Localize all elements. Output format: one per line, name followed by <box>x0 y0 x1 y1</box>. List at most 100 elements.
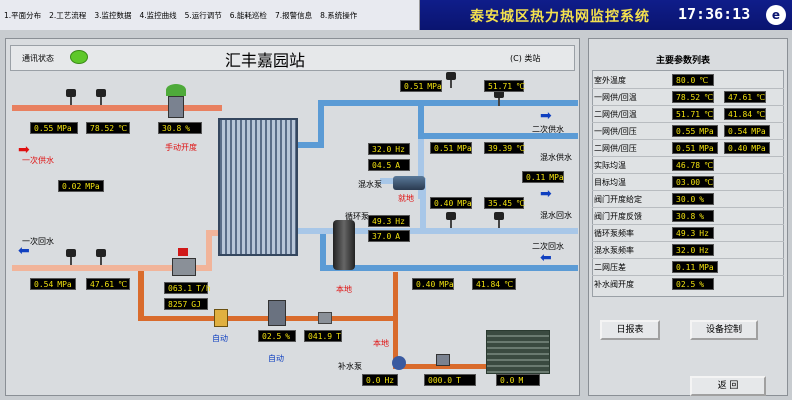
label-secondary-supply: 二次供水 <box>532 125 564 134</box>
params-title: 主要参数列表 <box>656 56 711 66</box>
control-valve-icon[interactable] <box>168 96 184 118</box>
reading-t-sec-return: 41.84℃ <box>472 278 516 290</box>
pipe-mix-branch <box>418 106 424 136</box>
reading-t1-top: 51.71℃ <box>484 80 525 92</box>
pipe-primary-return-riser <box>206 230 212 271</box>
pipe-hx-return-top <box>296 228 420 234</box>
menu-energy[interactable]: 6.能耗巡检 <box>229 10 267 20</box>
makeup-valve-icon[interactable] <box>436 354 450 366</box>
circ-pump-icon[interactable] <box>333 220 355 270</box>
thermometer-return-icon <box>96 249 106 265</box>
reading-valve2: 02.5% <box>258 330 296 342</box>
makeup-pump-icon[interactable] <box>392 356 406 370</box>
pipe-hx-out <box>296 142 324 148</box>
label-mix-return: 混水回水 <box>540 211 572 220</box>
label-mix-local: 就地 <box>398 194 414 203</box>
pipe-mix-supply <box>418 133 578 139</box>
label-primary-return: 一次回水 <box>22 237 54 246</box>
label-manual-open: 手动开度 <box>165 143 197 152</box>
flow-meter-icon <box>172 258 196 276</box>
pipe-secondary-supply-riser <box>318 100 324 148</box>
pipe-primary-supply <box>12 105 222 111</box>
label-mix-pump: 混水泵 <box>358 180 382 189</box>
label-circ-pump: 循环泵 <box>345 212 369 221</box>
pressure-gauge-icon <box>66 89 76 105</box>
menu-operation[interactable]: 5.运行调节 <box>184 10 222 20</box>
menu-process[interactable]: 2.工艺流程 <box>49 10 87 20</box>
label-auto-1: 自动 <box>212 334 228 343</box>
logo-icon: e <box>766 5 786 25</box>
label-primary-supply: 一次供水 <box>22 156 54 165</box>
mix-pump-icon[interactable] <box>393 176 425 190</box>
pipe-mix-return <box>420 228 578 234</box>
auto-valve-1-icon[interactable] <box>214 309 228 327</box>
thermometer-sec-icon <box>494 90 504 106</box>
reading-valve-open: 30.8% <box>158 122 202 134</box>
menu-monitor-data[interactable]: 3.监控数据 <box>94 10 132 20</box>
pipe-mix-link <box>420 178 426 233</box>
thermometer-icon <box>96 89 106 105</box>
pipe-makeup-horizontal <box>393 364 488 369</box>
params-table <box>592 70 784 297</box>
label-circ-local: 本地 <box>336 285 352 294</box>
station-header <box>10 45 575 71</box>
menu-alarm[interactable]: 7.报警信息 <box>274 10 313 20</box>
comm-status-indicator <box>70 50 88 64</box>
water-tank-icon <box>486 330 550 374</box>
arrow-secondary-return-icon: ⬅ <box>540 250 552 266</box>
thermometer-mix-icon <box>494 212 504 228</box>
daily-report-button[interactable]: 日报表 <box>600 320 660 340</box>
clock: 17:36:13 <box>678 5 751 23</box>
pipe-secondary-return <box>320 265 578 271</box>
menu-system[interactable]: 8.系统操作 <box>320 10 358 20</box>
device-control-button[interactable]: 设备控制 <box>690 320 758 340</box>
pipe-bypass-vertical <box>138 271 144 319</box>
pressure-gauge-return-icon <box>66 249 76 265</box>
auto-valve-2-icon[interactable] <box>268 300 286 326</box>
pipe-secondary-supply-top <box>318 100 578 106</box>
arrow-mix-supply-icon: ➡ <box>540 186 552 202</box>
reading-t1-return: 47.61℃ <box>86 278 130 290</box>
menu-monitor-curve[interactable]: 4.监控曲线 <box>139 10 177 20</box>
pipe-primary-return <box>12 265 212 271</box>
arrow-primary-return-icon: ⬅ <box>18 243 30 259</box>
reading-t1-supply: 78.52℃ <box>86 122 130 134</box>
small-valve-icon[interactable] <box>318 312 332 324</box>
valve-actuator-icon[interactable] <box>166 84 186 96</box>
heat-exchanger <box>218 118 298 256</box>
flow-meter-head-icon <box>178 248 188 256</box>
arrow-secondary-supply-icon: ➡ <box>540 108 552 124</box>
pipe-makeup-vertical <box>393 272 398 367</box>
pipe-circ-riser <box>320 234 326 271</box>
label-secondary-return: 二次回水 <box>532 242 564 251</box>
system-title: 泰安城区热力热网监控系统 <box>470 9 650 25</box>
back-button[interactable]: 返 回 <box>690 376 766 396</box>
reading-t-sec: 35.45℃ <box>484 197 525 209</box>
pipe-bypass-horizontal <box>138 316 396 321</box>
reading-t-mix: 39.39℃ <box>484 142 525 154</box>
menu-layout[interactable]: 1.平面分布 <box>4 10 42 20</box>
